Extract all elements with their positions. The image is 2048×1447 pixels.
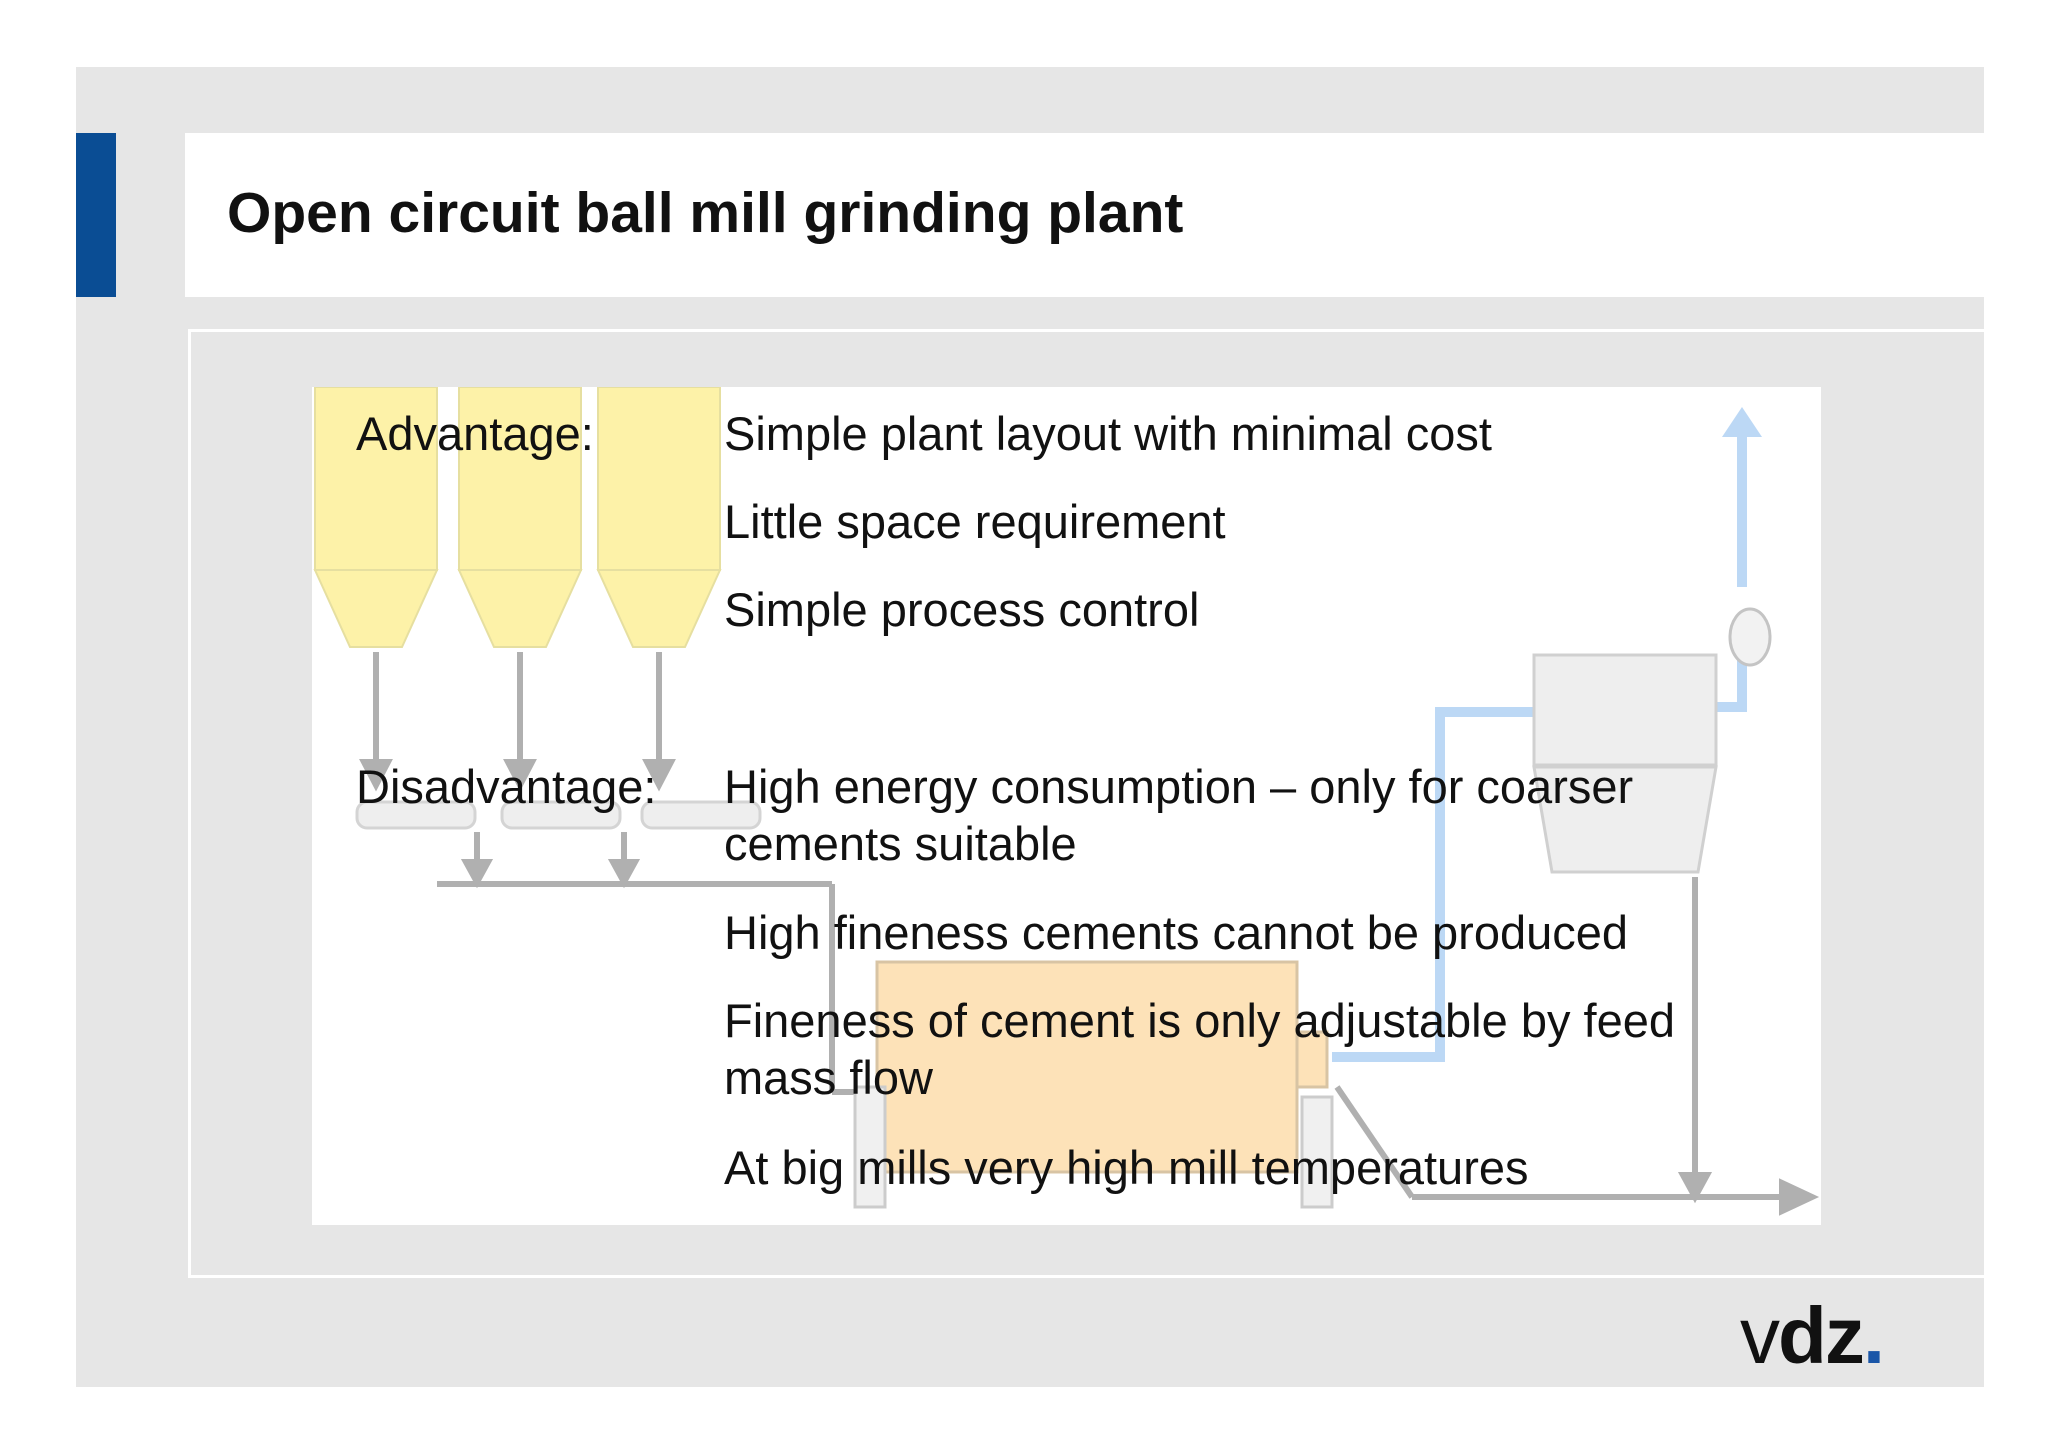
plant-flow-diagram — [313, 387, 1820, 1216]
product-conveyor — [1334, 877, 1820, 1216]
disadvantage-item: At big mills very high mill temperatures — [724, 1141, 1529, 1194]
logo-v: v — [1740, 1291, 1780, 1380]
advantage-item: Simple plant layout with minimal cost — [724, 407, 1492, 460]
silo-discharge-arrows — [359, 652, 676, 792]
title-bar — [185, 133, 1984, 297]
vdz-logo: vdz. — [1740, 1290, 1885, 1382]
advantage-item: Simple process control — [724, 583, 1200, 636]
disadvantage-item: High fineness cements cannot be produced — [724, 906, 1629, 959]
advantage-item: Little space requirement — [724, 495, 1226, 548]
plant-diagram-area: Advantage: Simple plant layout with mini… — [312, 387, 1821, 1225]
disadvantage-item-continuation: cements suitable — [724, 817, 1077, 870]
advantage-label: Advantage: — [356, 407, 594, 460]
dedusting-filter — [1532, 653, 1718, 874]
logo-dot: . — [1862, 1291, 1885, 1380]
content-frame — [188, 329, 1984, 1278]
slide-title: Open circuit ball mill grinding plant — [227, 181, 1184, 245]
disadvantage-label: Disadvantage: — [356, 760, 657, 813]
collecting-conveyor — [437, 832, 872, 1095]
silo-3 — [596, 387, 722, 648]
silo-2 — [457, 387, 583, 648]
weigh-feeders — [355, 800, 762, 830]
ball-mill — [853, 960, 1334, 1209]
silo-1 — [313, 387, 439, 648]
logo-dz: dz — [1778, 1291, 1865, 1380]
exhaust-arrow — [1722, 407, 1762, 437]
disadvantage-item: High energy consumption – only for coars… — [724, 760, 1634, 813]
exhaust-fan — [1728, 607, 1772, 667]
disadvantage-item-continuation: mass flow — [724, 1051, 933, 1104]
title-accent-bar — [76, 133, 116, 297]
disadvantage-item: Fineness of cement is only adjustable by… — [724, 994, 1675, 1047]
